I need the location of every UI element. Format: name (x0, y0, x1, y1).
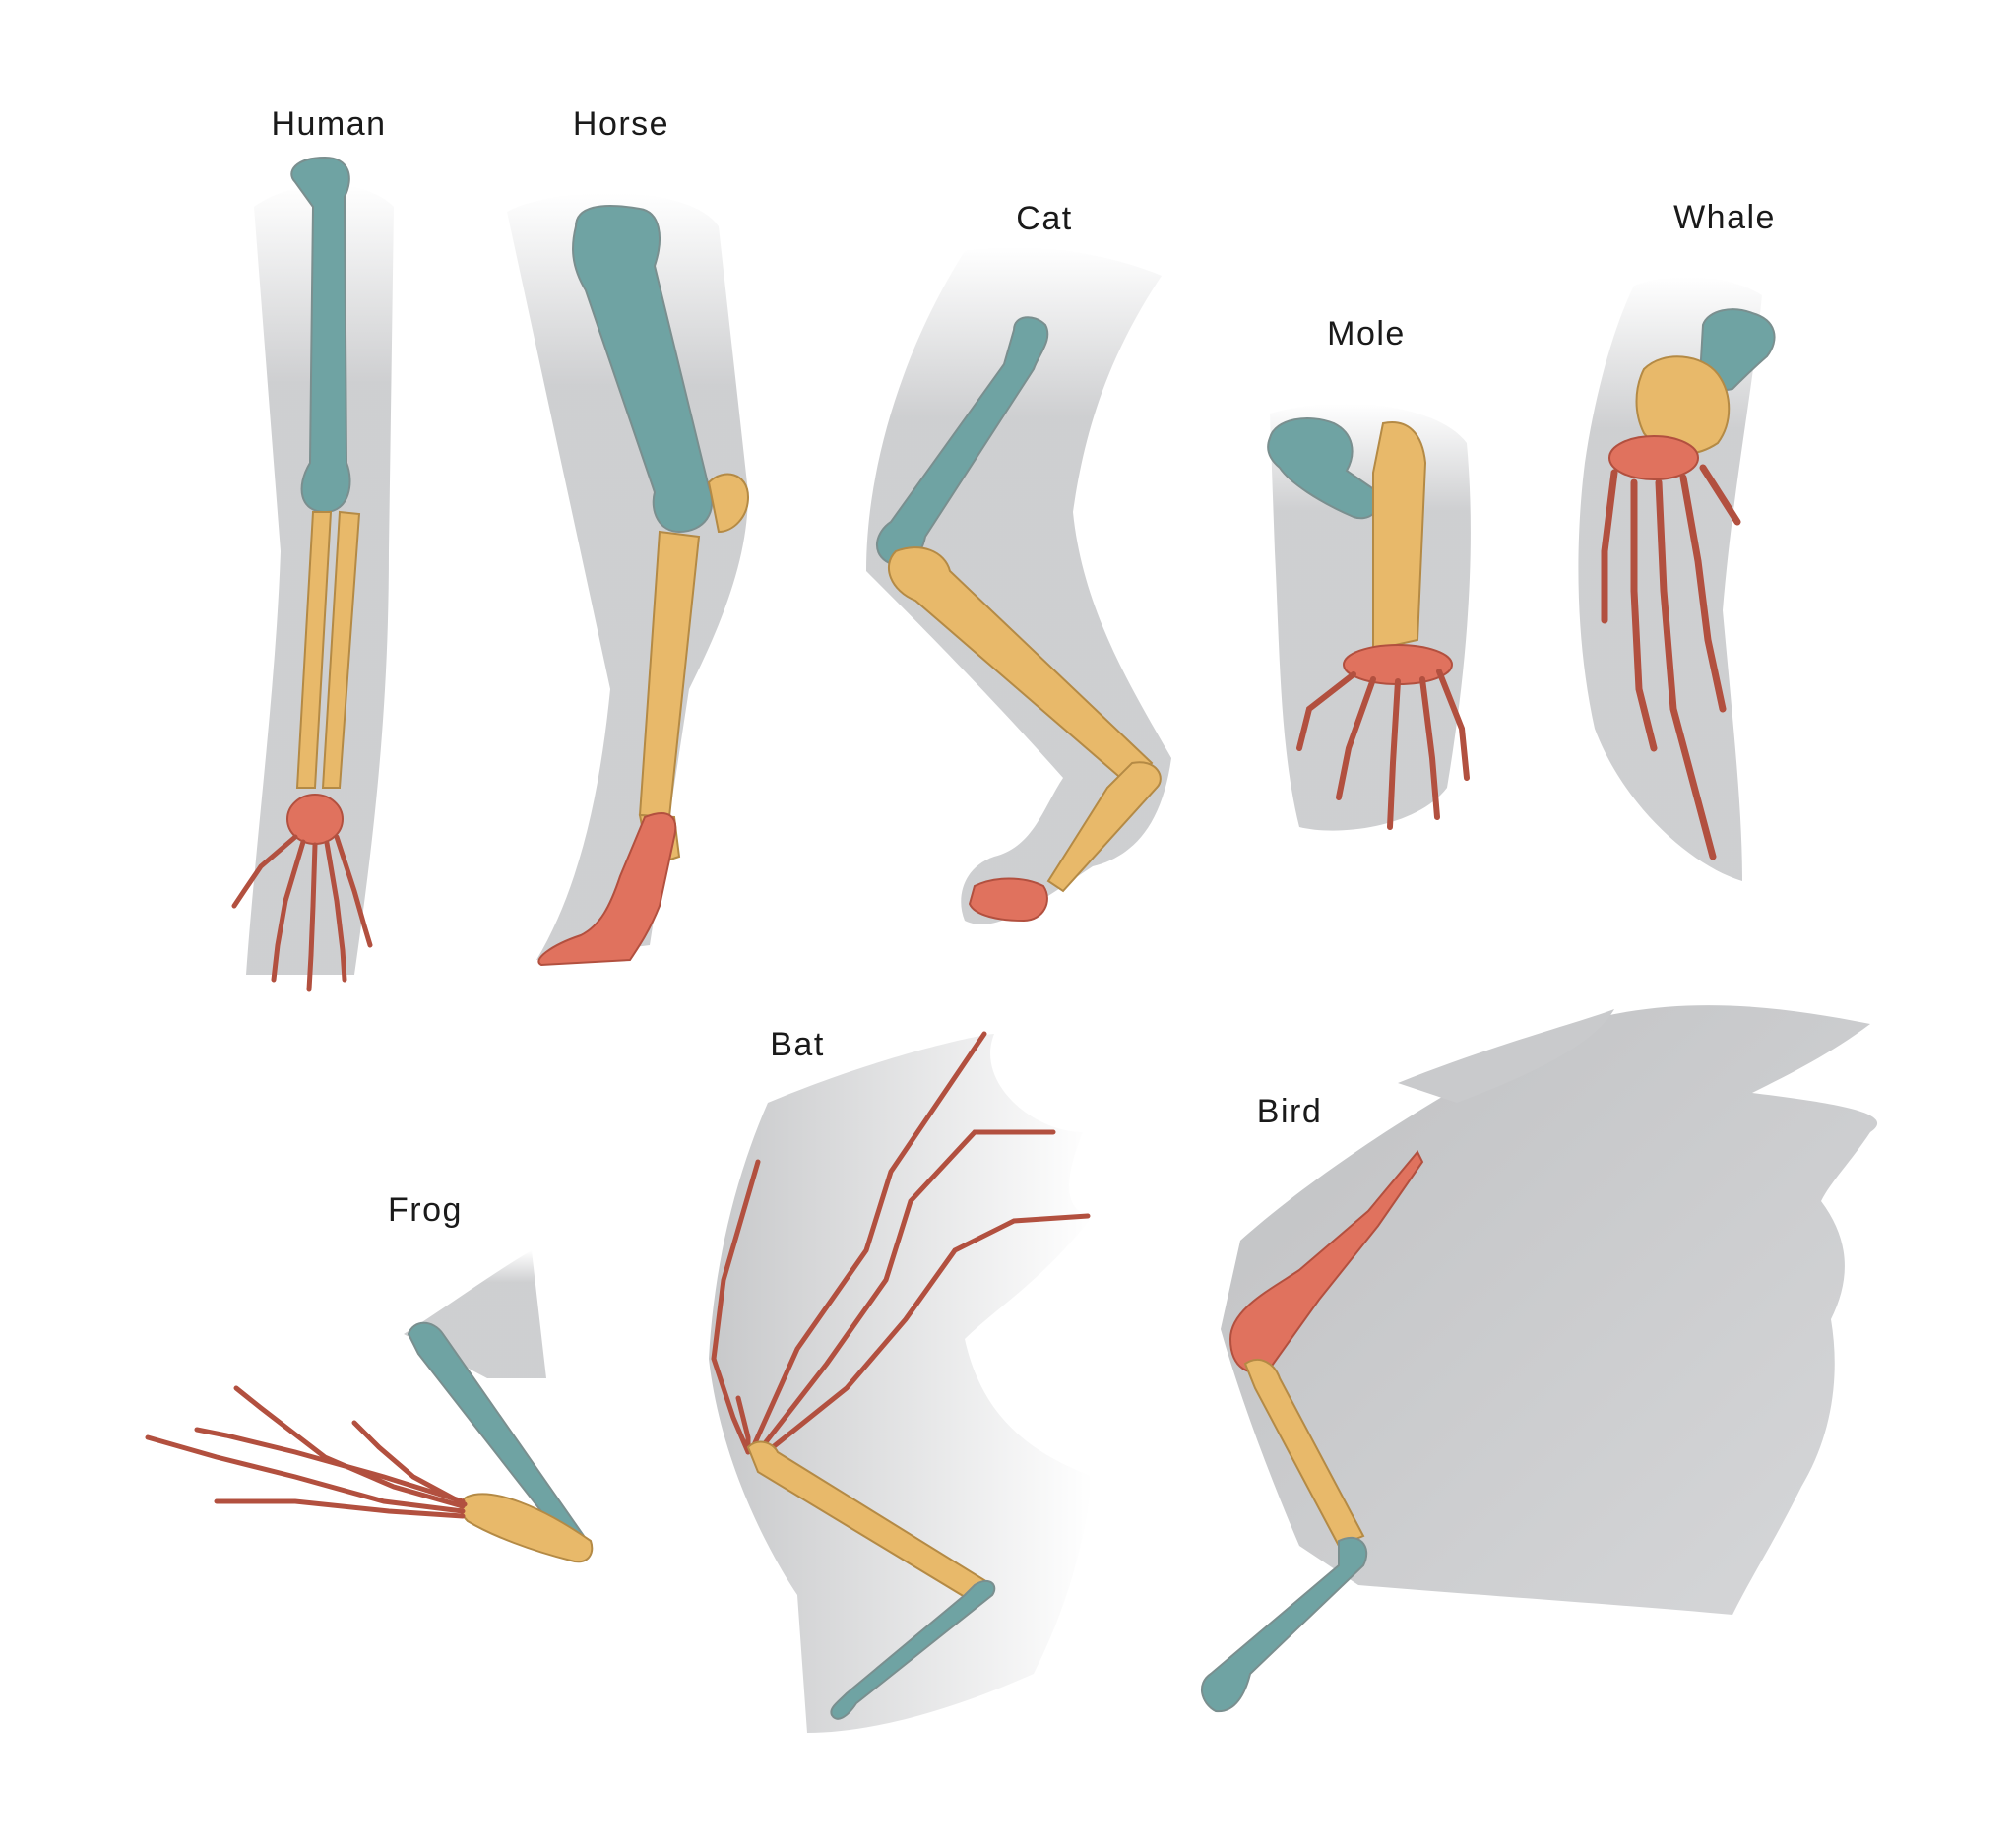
label-human: Human (271, 105, 387, 143)
whale-forearm (1635, 355, 1731, 455)
bat-humerus (830, 1579, 996, 1720)
whale-flipper (1578, 277, 1776, 881)
label-cat: Cat (1016, 200, 1073, 237)
bat-wing (709, 1031, 1093, 1733)
frog-limb (145, 1250, 594, 1563)
mole-hand (1296, 644, 1470, 830)
bird-humerus (1201, 1536, 1368, 1713)
bird-shadow (1221, 1005, 1878, 1615)
human-radius (295, 511, 333, 789)
cat-paw (968, 877, 1048, 923)
label-whale: Whale (1673, 199, 1776, 236)
bat-shadow (709, 1034, 1093, 1733)
bird-wing (1201, 1005, 1878, 1713)
cat-leg (866, 247, 1171, 924)
horse-leg (507, 193, 750, 967)
mole-arm (1267, 404, 1471, 831)
horse-humerus (572, 205, 714, 534)
human-humerus (290, 156, 351, 514)
label-mole: Mole (1327, 315, 1406, 352)
whale-digits (1601, 435, 1741, 860)
horse-hoof (537, 812, 677, 967)
bat-digits (711, 1031, 1091, 1458)
bird-hand (1228, 1150, 1424, 1373)
label-bird: Bird (1256, 1093, 1323, 1130)
cat-humerus (876, 316, 1049, 566)
horse-shadow (507, 193, 748, 960)
frog-forearm (459, 1493, 594, 1563)
frog-digits (145, 1385, 468, 1519)
human-arm (231, 156, 394, 992)
human-hand (231, 794, 373, 992)
mole-forearm (1372, 421, 1427, 652)
cat-metacarpals (1046, 761, 1162, 893)
human-ulna (321, 510, 361, 789)
label-bat: Bat (770, 1026, 825, 1063)
bird-feather-1 (1398, 1009, 1614, 1103)
label-frog: Frog (388, 1191, 463, 1229)
label-horse: Horse (572, 105, 670, 143)
horse-olecranon (707, 473, 750, 534)
